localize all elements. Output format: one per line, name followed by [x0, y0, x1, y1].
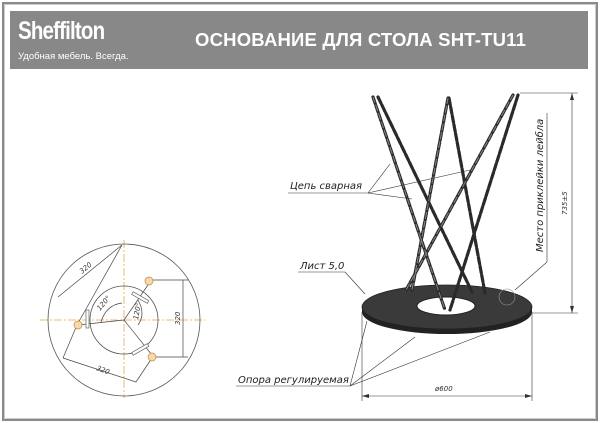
- label-spot: [498, 288, 516, 306]
- dim-right-label: 320: [174, 311, 182, 325]
- foot-icon: [73, 320, 83, 330]
- brand-tagline: Удобная мебель. Всегда.: [18, 51, 129, 62]
- plate-outline: [47, 243, 201, 397]
- angle-right-label: 120°: [132, 302, 143, 320]
- dim-line-top: [57, 244, 123, 298]
- callout-label: Место приклейки лейбла: [534, 119, 546, 252]
- header-bar: Sheffilton Удобная мебель. Всегда. ОСНОВ…: [10, 11, 588, 69]
- dim-line-bottom: [62, 357, 137, 383]
- callout-sheet: Лист 5,0: [299, 261, 344, 272]
- callout-chain: Цепь сварная: [290, 181, 362, 192]
- chains: [371, 93, 520, 312]
- foot-bracket: [131, 343, 150, 356]
- plate-hole: [89, 285, 159, 355]
- dim-diameter-label: ø600: [434, 385, 453, 393]
- dim-bottom-label: 320: [95, 364, 111, 376]
- foot-icon: [144, 276, 154, 286]
- plate-edge: [362, 307, 532, 334]
- brand-logo: Sheffilton: [18, 17, 105, 45]
- foot-bracket: [131, 291, 150, 304]
- foot-icon: [147, 352, 157, 362]
- page-title: ОСНОВАНИЕ ДЛЯ СТОЛА SHT-TU11: [195, 29, 527, 50]
- plate-hole: [416, 296, 476, 316]
- angle-left-label: 120°: [95, 294, 112, 312]
- plan-view: 320 320 320 120° 120°: [40, 240, 205, 398]
- dim-top-label: 320: [78, 260, 94, 275]
- foot-bracket: [85, 309, 90, 329]
- callout-feet: Опора регулируемая: [238, 375, 349, 386]
- dim-height-label: 735±5: [561, 191, 569, 215]
- side-view: Цепь сварная Лист 5,0 Опора регулируемая…: [236, 92, 578, 401]
